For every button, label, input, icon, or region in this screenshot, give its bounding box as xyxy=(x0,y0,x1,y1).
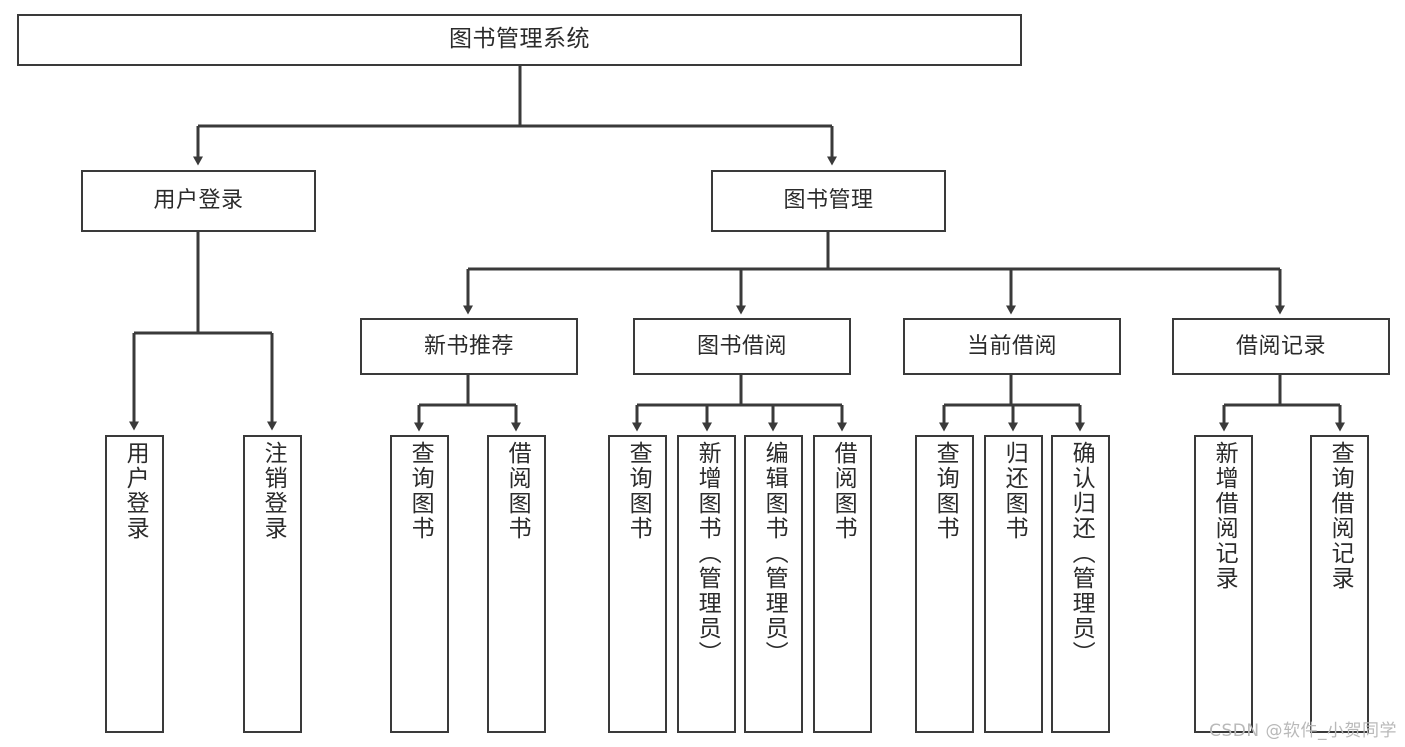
node-borrow-records[interactable]: 借阅记录 xyxy=(1172,318,1390,375)
leaf-confirm-return-admin[interactable]: 确认归还（管理员） xyxy=(1051,435,1110,733)
node-label: 查询图书 xyxy=(625,441,652,541)
leaf-borrow-book-recommend[interactable]: 借阅图书 xyxy=(487,435,546,733)
node-label: 归还图书 xyxy=(1001,441,1028,541)
node-label: 新增借阅记录 xyxy=(1211,441,1238,591)
leaf-user-login[interactable]: 用户登录 xyxy=(105,435,164,733)
leaf-query-book-borrow[interactable]: 查询图书 xyxy=(608,435,667,733)
node-label: 借阅图书 xyxy=(504,441,531,541)
node-label: 新书推荐 xyxy=(423,333,514,359)
leaf-query-book-recommend[interactable]: 查询图书 xyxy=(390,435,449,733)
leaf-return-book[interactable]: 归还图书 xyxy=(984,435,1043,733)
watermark: CSDN @软件_小贺同学 xyxy=(1209,721,1397,741)
node-label: 借阅图书 xyxy=(830,441,857,541)
leaf-edit-book-admin[interactable]: 编辑图书（管理员） xyxy=(744,435,803,733)
node-label: 编辑图书（管理员） xyxy=(761,441,788,666)
node-label: 注销登录 xyxy=(260,441,287,541)
node-book-borrow[interactable]: 图书借阅 xyxy=(633,318,851,375)
node-label: 借阅记录 xyxy=(1235,333,1326,359)
leaf-add-book-admin[interactable]: 新增图书（管理员） xyxy=(677,435,736,733)
node-label: 确认归还（管理员） xyxy=(1068,441,1095,666)
leaf-query-borrow-record[interactable]: 查询借阅记录 xyxy=(1310,435,1369,733)
leaf-borrow-book[interactable]: 借阅图书 xyxy=(813,435,872,733)
node-label: 查询借阅记录 xyxy=(1327,441,1354,591)
leaf-query-book-current[interactable]: 查询图书 xyxy=(915,435,974,733)
node-label: 图书管理 xyxy=(783,188,874,214)
node-book-management[interactable]: 图书管理 xyxy=(711,170,946,232)
node-label: 用户登录 xyxy=(122,441,149,541)
node-user-login[interactable]: 用户登录 xyxy=(81,170,316,232)
node-label: 图书借阅 xyxy=(696,333,787,359)
leaf-logout[interactable]: 注销登录 xyxy=(243,435,302,733)
node-current-borrow[interactable]: 当前借阅 xyxy=(903,318,1121,375)
node-label: 当前借阅 xyxy=(966,333,1057,359)
node-label: 查询图书 xyxy=(932,441,959,541)
node-label: 查询图书 xyxy=(407,441,434,541)
node-new-book-recommend[interactable]: 新书推荐 xyxy=(360,318,578,375)
node-label: 图书管理系统 xyxy=(449,26,590,53)
node-root-system[interactable]: 图书管理系统 xyxy=(17,14,1022,66)
node-label: 用户登录 xyxy=(153,188,244,214)
leaf-add-borrow-record[interactable]: 新增借阅记录 xyxy=(1194,435,1253,733)
node-label: 新增图书（管理员） xyxy=(694,441,721,666)
